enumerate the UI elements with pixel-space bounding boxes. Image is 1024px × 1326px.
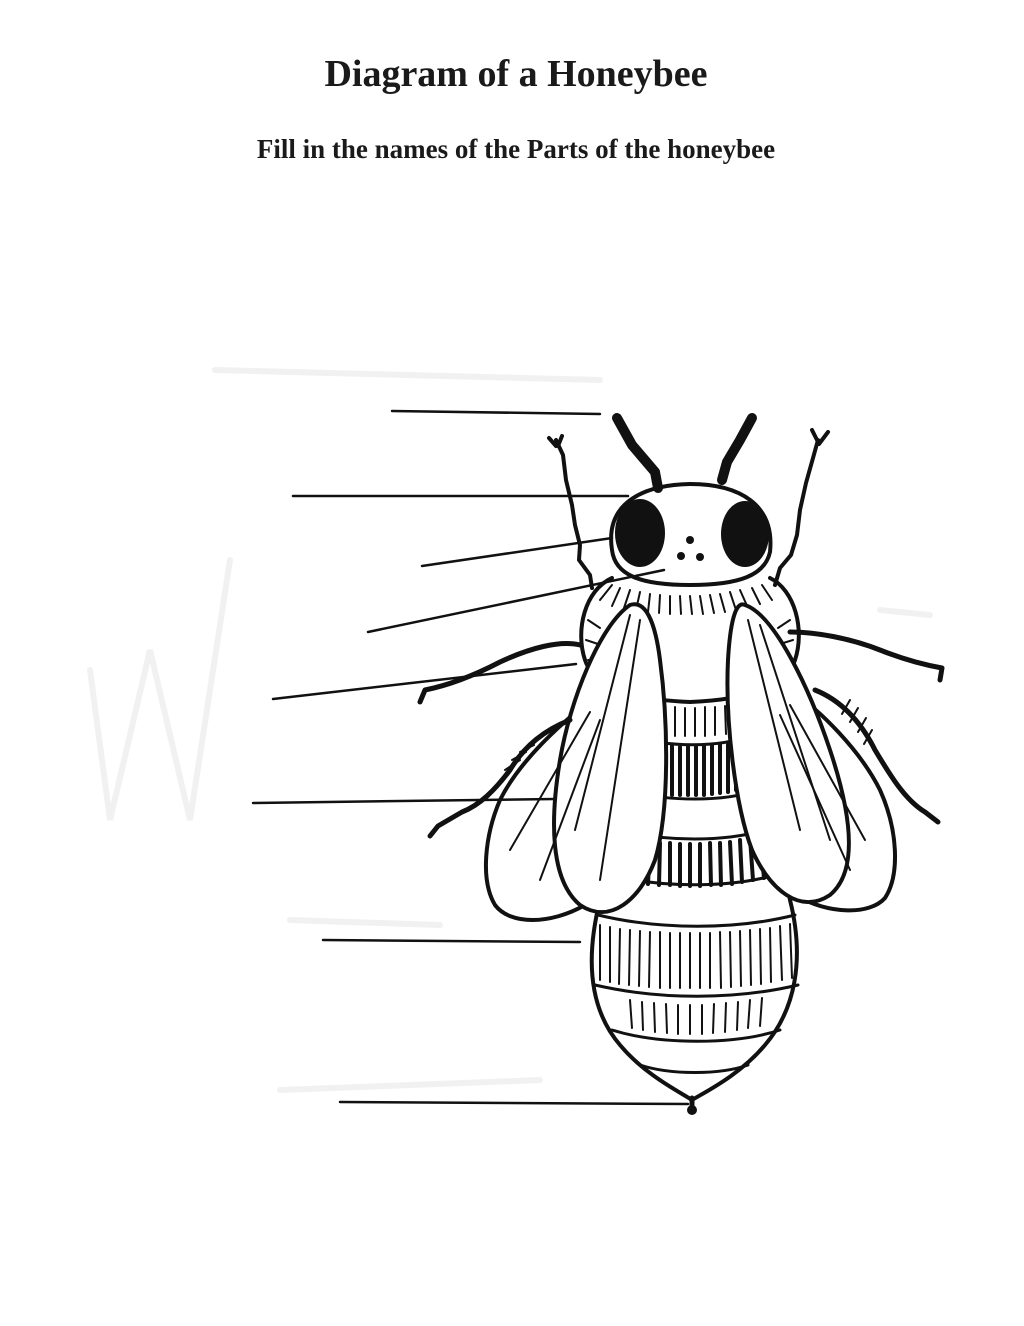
left-front-leg [417, 641, 583, 705]
instructions: Fill in the names of the Parts of the ho… [256, 134, 776, 164]
left-feeler [612, 413, 663, 493]
right-feeler [717, 413, 757, 485]
left-fore-wing [552, 602, 669, 914]
right-fore-wing [725, 602, 851, 904]
left-middle-leg [427, 717, 573, 839]
label-line-1 [390, 409, 602, 416]
leg-hatching [504, 699, 873, 771]
label-line-8 [338, 1100, 690, 1106]
label-line-4 [366, 568, 666, 634]
right-compound-eye [721, 501, 769, 567]
wing-veins [509, 614, 866, 881]
label-line-5 [271, 662, 578, 701]
scan-smudges [87, 367, 933, 1093]
left-compound-eye [615, 499, 665, 567]
label-line-6 [251, 797, 557, 805]
light-hatching [599, 704, 793, 1035]
head [609, 482, 773, 587]
right-front-leg [787, 629, 945, 683]
label-line-7 [321, 938, 582, 944]
left-antenna [547, 434, 594, 590]
simple-eyes [677, 536, 704, 561]
right-middle-leg [812, 687, 941, 825]
page-title: Diagram of a Honeybee [324, 53, 708, 95]
label-line-3 [420, 536, 614, 568]
stinger-tip [687, 1105, 697, 1115]
right-antenna [773, 428, 830, 587]
